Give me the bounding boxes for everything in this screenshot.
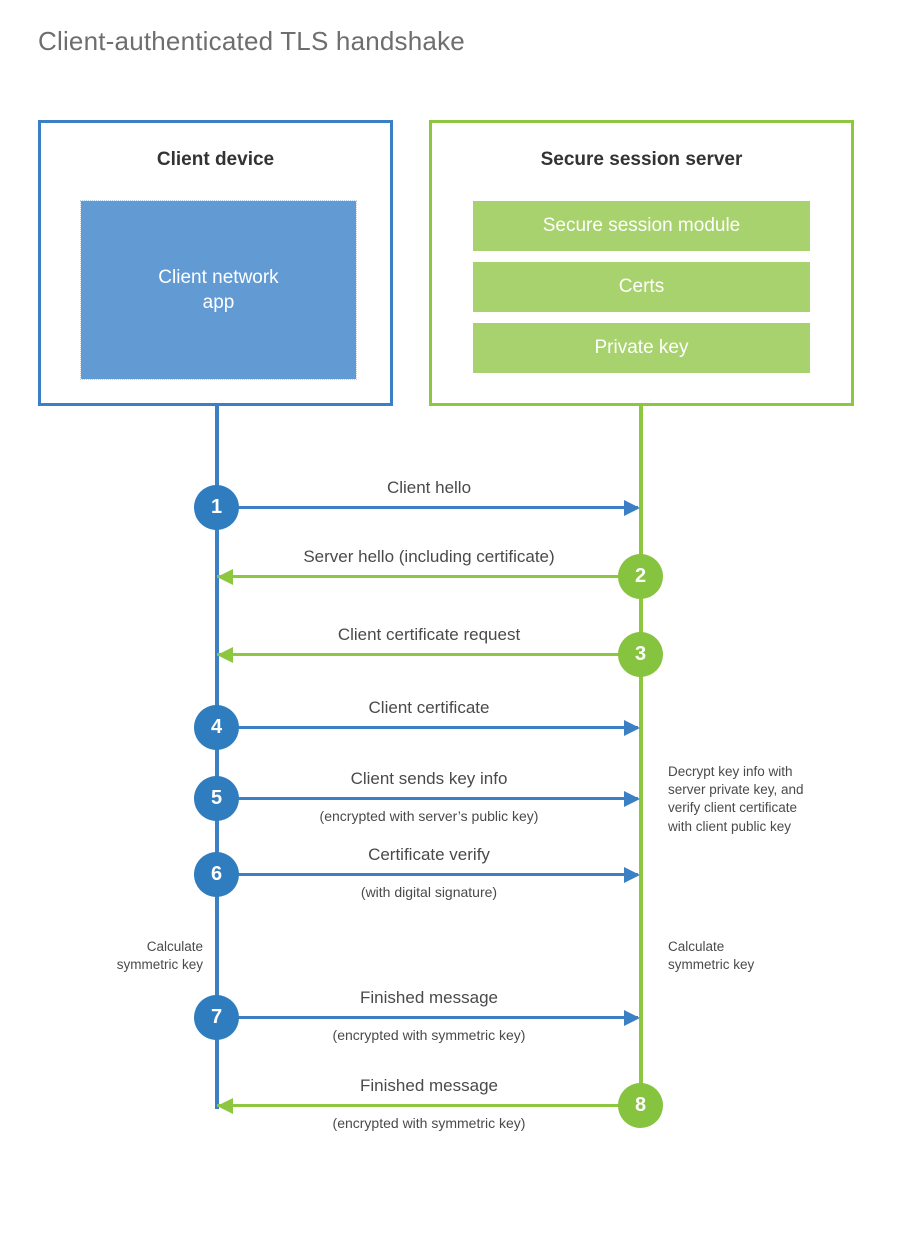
secure-session-server-box: Secure session server Secure session mod… bbox=[429, 120, 854, 406]
server-calculate-symmetric-key-annotation: Calculate symmetric key bbox=[668, 939, 755, 973]
page-title: Client-authenticated TLS handshake bbox=[38, 26, 465, 56]
message-arrow-5 bbox=[217, 797, 638, 800]
message-arrow-3 bbox=[217, 653, 638, 656]
arrow-head-right-icon-1 bbox=[624, 500, 640, 516]
message-arrow-7 bbox=[217, 1016, 638, 1019]
message-sublabel-7: (encrypted with symmetric key) bbox=[332, 1027, 526, 1043]
step-circle-7: 7 bbox=[194, 995, 239, 1040]
server-module-private-key: Private key bbox=[473, 323, 810, 373]
message-arrow-4 bbox=[217, 726, 638, 729]
message-label-1: Client hello bbox=[386, 478, 472, 497]
step-circle-8: 8 bbox=[618, 1083, 663, 1128]
message-arrow-1 bbox=[217, 506, 638, 509]
arrow-head-left-icon-8 bbox=[217, 1098, 233, 1114]
step-circle-2: 2 bbox=[618, 554, 663, 599]
message-label-4: Client certificate bbox=[368, 698, 490, 717]
client-device-title: Client device bbox=[156, 149, 275, 170]
message-arrow-6 bbox=[217, 873, 638, 876]
message-sublabel-8: (encrypted with symmetric key) bbox=[332, 1115, 526, 1131]
arrow-head-left-icon-2 bbox=[217, 569, 233, 585]
server-lifeline bbox=[639, 406, 643, 1105]
message-arrow-8 bbox=[217, 1104, 638, 1107]
step-circle-6: 6 bbox=[194, 852, 239, 897]
step-circle-3: 3 bbox=[618, 632, 663, 677]
server-module-certs: Certs bbox=[473, 262, 810, 312]
client-lifeline bbox=[215, 406, 219, 1109]
secure-session-server-title: Secure session server bbox=[540, 149, 743, 170]
message-label-8: Finished message bbox=[360, 1076, 498, 1095]
message-label-5: Client sends key info bbox=[350, 769, 508, 788]
arrow-head-right-icon-5 bbox=[624, 791, 640, 807]
client-calculate-symmetric-key-annotation: Calculate symmetric key bbox=[116, 939, 203, 973]
arrow-head-right-icon-4 bbox=[624, 720, 640, 736]
arrow-head-right-icon-7 bbox=[624, 1010, 640, 1026]
message-label-3: Client certificate request bbox=[337, 625, 521, 644]
message-arrow-2 bbox=[217, 575, 638, 578]
arrow-head-left-icon-3 bbox=[217, 647, 233, 663]
server-module-secure-session-module: Secure session module bbox=[473, 201, 810, 251]
message-label-2: Server hello (including certificate) bbox=[303, 547, 555, 566]
server-modules-list: Secure session module Certs Private key bbox=[473, 201, 810, 373]
client-network-app-block: Client network app bbox=[80, 200, 357, 380]
client-device-box: Client device Client network app bbox=[38, 120, 393, 406]
message-label-7: Finished message bbox=[360, 988, 498, 1007]
arrow-head-right-icon-6 bbox=[624, 867, 640, 883]
step-circle-1: 1 bbox=[194, 485, 239, 530]
message-sublabel-6: (with digital signature) bbox=[360, 884, 498, 900]
step-circle-4: 4 bbox=[194, 705, 239, 750]
step-circle-5: 5 bbox=[194, 776, 239, 821]
server-decrypt-annotation: Decrypt key info with server private key… bbox=[668, 764, 804, 834]
message-sublabel-5: (encrypted with server’s public key) bbox=[319, 808, 539, 824]
message-label-6: Certificate verify bbox=[368, 845, 490, 864]
